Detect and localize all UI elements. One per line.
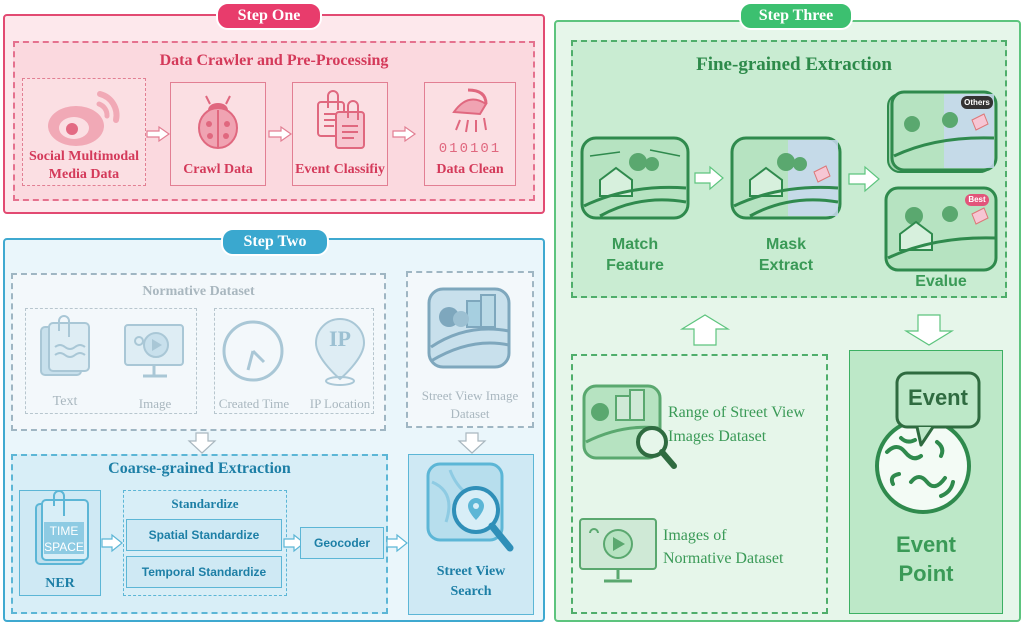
step-three-tag: Step Three <box>739 2 853 30</box>
temporal-standardize-box: Temporal Standardize <box>126 556 282 588</box>
coarse-grained-title: Coarse-grained Extraction <box>108 460 291 477</box>
created-time-label: Created Time <box>218 396 290 411</box>
shower-icon <box>452 88 488 133</box>
arrow-ner-icon <box>101 533 123 553</box>
crawl-data-label: Crawl Data <box>183 162 253 177</box>
image-monitor-icon <box>124 324 184 378</box>
document-icon <box>40 315 90 376</box>
ner-space-text: SPACE <box>44 540 84 554</box>
ner-time-text: TIME <box>49 524 79 538</box>
image-label: Image <box>138 396 172 411</box>
down-arrow-event-icon <box>903 314 955 346</box>
range-label-1: Range of Street View <box>668 404 805 421</box>
text-image-group <box>25 308 197 414</box>
ner-label: NER <box>45 576 75 591</box>
images-label-1: Images of <box>663 527 727 544</box>
street-view-dataset-label-2: Dataset <box>450 406 490 421</box>
street-view-dataset-label-1: Street View Image <box>421 388 519 403</box>
arrow-mask-icon <box>848 165 880 193</box>
step-one-title: Data Crawler and Pre-Processing <box>159 52 389 69</box>
normative-dataset-title: Normative Dataset <box>142 284 255 299</box>
match-feature-image-icon <box>580 136 690 220</box>
arrow-geocoder-icon <box>386 533 408 553</box>
time-space-doc-icon <box>35 490 89 565</box>
step-one-tag: Step One <box>216 2 322 30</box>
others-image-icon <box>887 90 998 173</box>
social-media-label-2: Media Data <box>48 167 120 182</box>
match-feature-label-1: Match <box>611 236 659 253</box>
text-label: Text <box>52 394 78 409</box>
event-classify-label: Event Classifiy <box>295 162 385 177</box>
event-bubble-text: Event <box>908 385 968 410</box>
binary-text: 010101 <box>438 141 502 157</box>
mask-extract-label-1: Mask <box>765 236 807 253</box>
images-label-2: Normative Dataset <box>663 550 784 567</box>
down-arrow-2-icon <box>457 432 487 454</box>
mask-extract-label-2: Extract <box>758 257 814 274</box>
clock-icon <box>222 320 284 382</box>
match-feature-label-2: Feature <box>606 257 664 274</box>
spatial-standardize-box: Spatial Standardize <box>126 519 282 551</box>
fine-grained-title: Fine-grained Extraction <box>696 54 892 75</box>
up-arrow-icon <box>679 314 731 346</box>
documents-clip-icon <box>317 90 365 149</box>
event-classify-box <box>292 82 388 186</box>
range-street-view-icon <box>582 384 677 469</box>
arrow-2-icon <box>268 125 293 143</box>
weibo-icon <box>48 91 120 146</box>
range-label-2: Images Dataset <box>668 428 767 445</box>
standardize-title: Standardize <box>171 496 239 511</box>
ip-location-label: IP Location <box>309 396 371 411</box>
arrow-match-icon <box>694 165 724 191</box>
event-point-label-1: Event <box>896 532 956 557</box>
others-badge: Others <box>961 96 993 109</box>
map-search-icon <box>426 462 514 552</box>
arrow-1-icon <box>146 125 171 143</box>
ip-location-icon <box>314 317 366 386</box>
best-badge: Best <box>965 194 989 206</box>
time-ip-group <box>214 308 374 414</box>
normative-images-monitor-icon <box>579 518 657 583</box>
ip-badge-text: IP <box>329 326 351 351</box>
down-arrow-1-icon <box>187 432 217 454</box>
street-view-search-label-1: Street View <box>436 564 506 579</box>
social-media-label-1: Social Multimodal <box>28 149 140 164</box>
ladybug-icon <box>198 95 238 149</box>
evalue-label: Evalue <box>915 273 967 290</box>
street-view-image-icon <box>427 287 511 369</box>
geocoder-box: Geocoder <box>300 527 384 559</box>
street-view-search-label-2: Search <box>450 584 492 599</box>
mask-extract-image-icon <box>730 136 842 220</box>
best-image-icon <box>884 186 998 272</box>
event-bubble-icon <box>895 371 981 447</box>
data-clean-label: Data Clean <box>436 162 504 177</box>
arrow-3-icon <box>392 125 417 143</box>
event-point-label-2: Point <box>898 561 954 586</box>
arrow-standardize-icon <box>283 533 305 553</box>
step-two-tag: Step Two <box>221 228 329 256</box>
